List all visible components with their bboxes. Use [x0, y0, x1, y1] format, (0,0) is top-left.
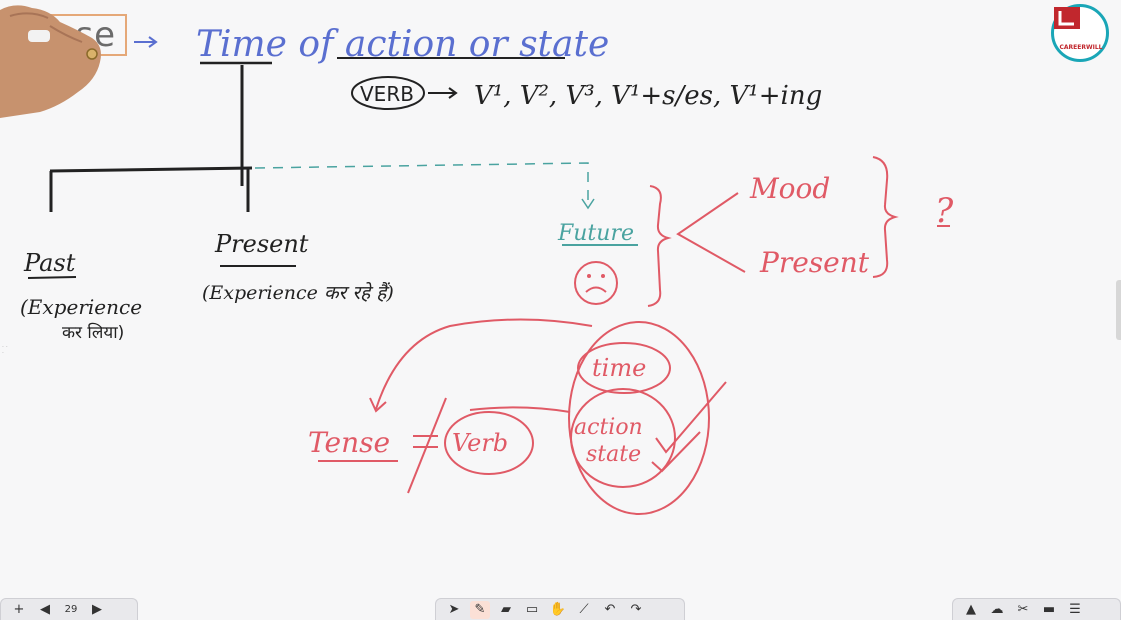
hand-icon[interactable]: ✋	[549, 602, 567, 617]
verb-label: Verb	[452, 429, 508, 457]
future-dashed-line	[254, 162, 589, 205]
sad-face-mouth	[585, 286, 607, 293]
whiteboard-icon[interactable]: ▲	[966, 602, 976, 617]
verb-forms-text: V¹, V², V³, V¹+s/es, V¹+ing	[474, 81, 822, 111]
past-note-line-2: कर लिया)	[62, 322, 124, 343]
page-number: 29	[64, 604, 78, 615]
verb-circle-red	[444, 411, 534, 475]
pointer-icon[interactable]: ➤	[448, 602, 460, 617]
future-label: Future	[557, 221, 634, 246]
question-mark: ?	[935, 191, 954, 231]
screen-icon[interactable]: ▬	[1042, 602, 1056, 617]
board-options-toolbar: ▲ ☁ ✂ ▬ ☰	[952, 598, 1121, 620]
redo-icon[interactable]: ↷	[630, 602, 642, 617]
mood-label: Mood	[749, 172, 830, 205]
past-note-line-1: (Experience	[20, 295, 142, 319]
sad-face-eye-left	[587, 274, 591, 278]
drawing-tools-toolbar: ➤ ✎ ▰ ▭ ✋ ⟋ ↶ ↷	[435, 598, 685, 620]
page-navigation-toolbar: + ◀ 29 ▶	[0, 598, 138, 620]
present-branch-label: Present	[759, 246, 870, 279]
logo-text: CAREERWILL	[1059, 44, 1103, 51]
present-label: Present	[214, 230, 309, 258]
verb-arrow-head	[448, 87, 458, 99]
verb-circle-text: VERB	[360, 82, 414, 106]
arrow-head	[148, 36, 158, 48]
action-state-ellipse	[570, 388, 676, 488]
next-page-icon[interactable]: ▶	[92, 602, 102, 617]
curved-arrow-to-tense	[375, 318, 593, 410]
cloud-icon[interactable]: ☁	[990, 602, 1004, 617]
not-equal-slash	[407, 397, 447, 494]
state-label: state	[586, 442, 641, 467]
sad-face-icon	[574, 261, 618, 305]
menu-icon[interactable]: ☰	[1069, 602, 1081, 617]
tools-icon[interactable]: ✂	[1017, 602, 1029, 617]
eraser-icon[interactable]: ▭	[525, 602, 539, 617]
side-panel-handle[interactable]	[1116, 280, 1121, 340]
prev-page-icon[interactable]: ◀	[40, 602, 50, 617]
action-label: action	[574, 415, 643, 440]
timeline-horizontal	[49, 166, 253, 173]
outer-ellipse	[568, 321, 710, 515]
future-brace	[647, 185, 672, 307]
curved-arrow-head	[369, 397, 387, 413]
pen-icon[interactable]: ✎	[470, 600, 490, 619]
sad-face-eye-right	[601, 274, 605, 278]
page-indicator[interactable]: 29	[61, 601, 81, 619]
highlighter-icon[interactable]: ▰	[501, 602, 511, 617]
presenter-hand	[0, 5, 101, 118]
mood-brace	[872, 156, 899, 278]
undo-icon[interactable]: ↶	[604, 602, 616, 617]
time-label: time	[592, 354, 646, 382]
logo-mark-icon	[1054, 7, 1080, 29]
future-arrow-head	[581, 198, 595, 210]
verb-to-action-link	[469, 406, 571, 413]
laser-icon[interactable]: ⟋	[579, 602, 589, 617]
brand-logo: CAREERWILL	[1051, 4, 1109, 62]
check-mark-lower	[651, 431, 701, 473]
time-ellipse	[577, 342, 671, 394]
check-mark-upper	[655, 381, 727, 454]
past-underline	[27, 276, 77, 279]
mood-present-fork	[676, 192, 746, 273]
past-label: Past	[23, 249, 76, 277]
add-icon[interactable]: +	[13, 602, 25, 617]
present-note: (Experience कर रहे हैं)	[202, 281, 394, 304]
side-ruler-marks: · · ·	[2, 344, 8, 357]
tense-label: Tense	[308, 426, 390, 459]
verb-circle	[351, 76, 425, 110]
